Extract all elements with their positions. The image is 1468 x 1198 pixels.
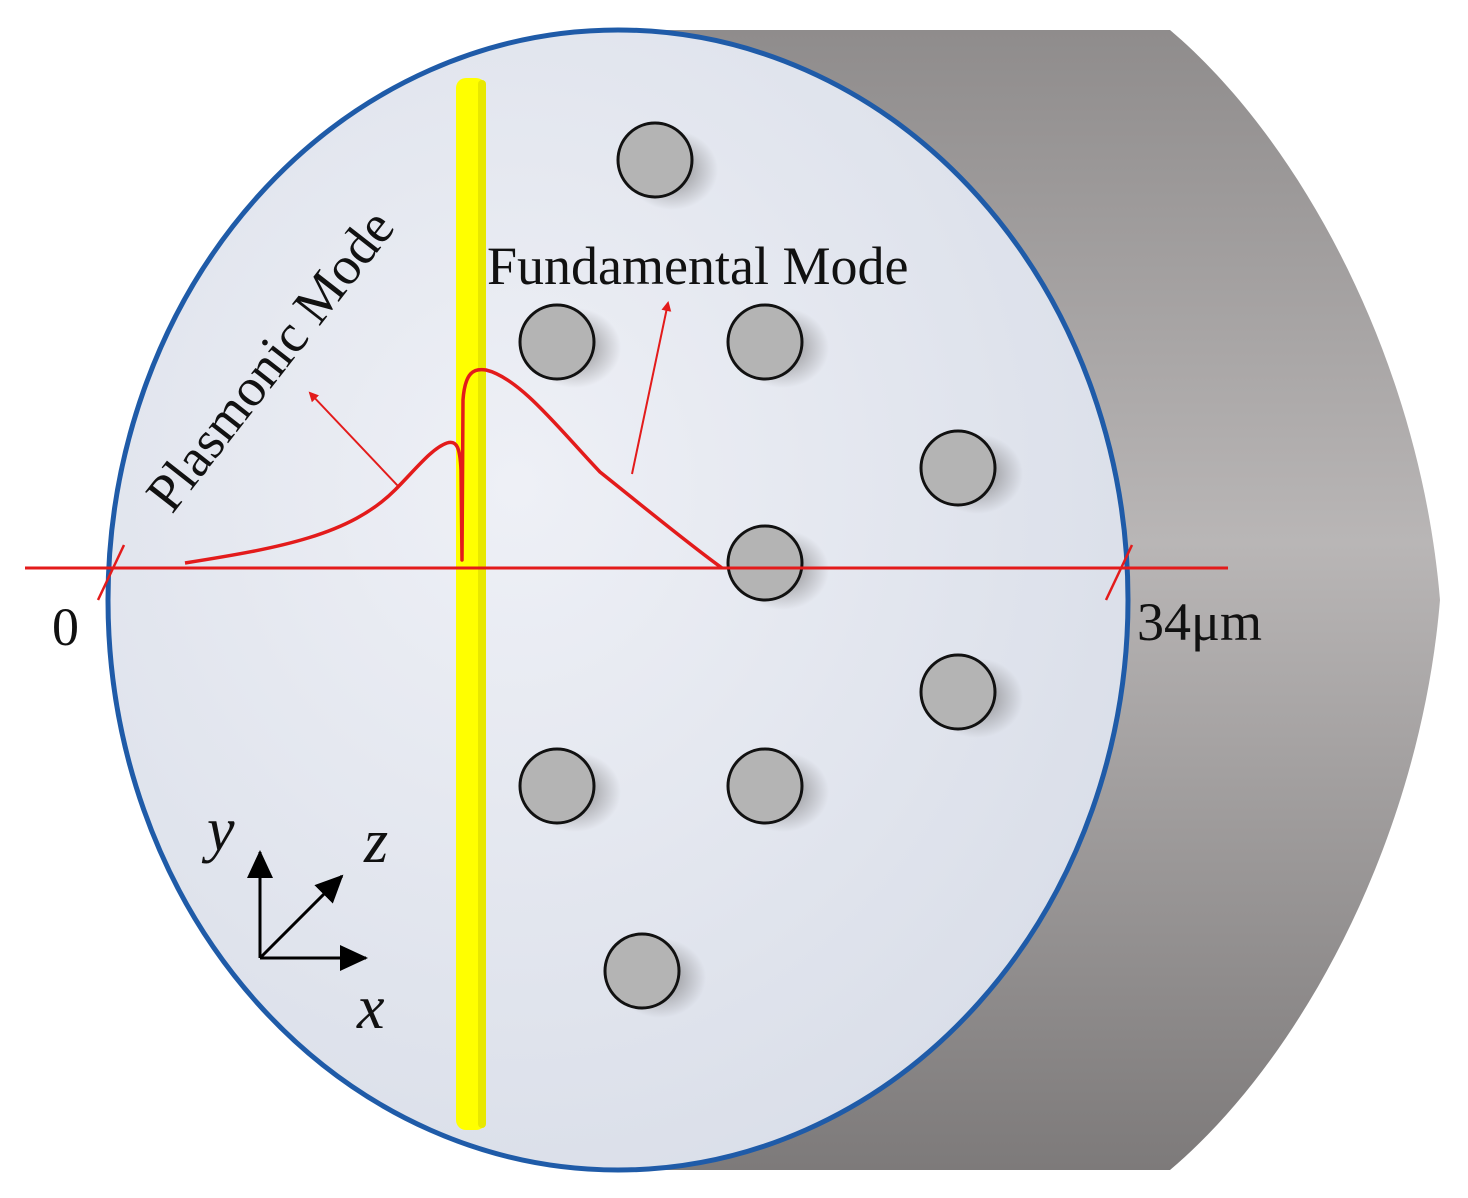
gold-film-highlight	[478, 80, 486, 1128]
scale-end-label: 34μm	[1137, 592, 1262, 652]
air-hole	[726, 524, 804, 602]
arrow-icon	[258, 874, 344, 960]
scale-start-label: 0	[52, 597, 79, 657]
air-hole	[518, 303, 596, 381]
air-hole	[919, 429, 997, 507]
air-hole	[616, 121, 694, 199]
scale-tick-end	[1104, 544, 1134, 601]
air-hole	[726, 303, 804, 381]
air-hole	[603, 932, 681, 1010]
air-holes	[518, 121, 997, 1010]
mode-profile-curve	[184, 367, 724, 570]
plasmonic-mode-pointer-arrow	[308, 391, 399, 487]
axis-x-label: x	[356, 974, 385, 1042]
fiber-cross-section	[105, 27, 1131, 1173]
air-hole	[726, 747, 804, 825]
coordinate-axes	[247, 850, 368, 971]
fundamental-mode-pointer-arrow	[631, 301, 672, 475]
scale-tick-start	[96, 544, 126, 601]
air-hole	[518, 747, 596, 825]
axis-z-label: z	[363, 808, 388, 876]
fundamental-mode-label: Fundamental Mode	[487, 236, 908, 296]
air-hole	[919, 653, 997, 731]
axis-y-label: y	[201, 796, 235, 864]
